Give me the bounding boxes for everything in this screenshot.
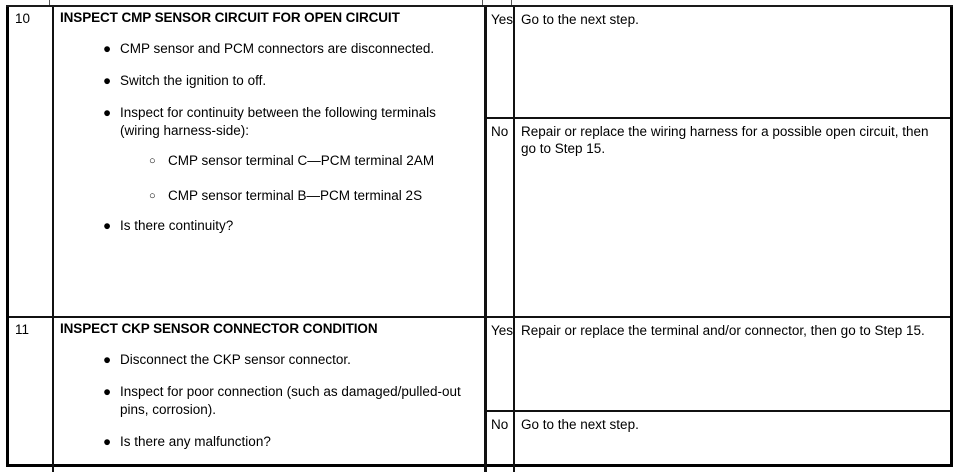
terminal-sub-list: ○ CMP sensor terminal C—PCM terminal 2AM… [120, 152, 478, 205]
column-rule-main [484, 318, 487, 472]
bullet-icon: ● [103, 352, 112, 367]
step-number: 10 [15, 11, 31, 26]
instruction-list: ● Disconnect the CKP sensor connector. ●… [60, 351, 478, 451]
instruction-list: ● CMP sensor and PCM connectors are disc… [60, 40, 478, 235]
list-item-text: Inspect for continuity between the follo… [120, 105, 436, 138]
previous-row-sliver [6, 0, 953, 7]
result-label: Yes [491, 12, 514, 27]
page-margin [953, 0, 964, 471]
result-label: Yes [491, 323, 514, 338]
sliver-rule-yesno [511, 0, 512, 5]
column-rule-result [513, 318, 515, 472]
hollow-bullet-icon: ○ [149, 190, 156, 202]
step-number: 11 [15, 322, 30, 337]
step-description: INSPECT CKP SENSOR CONNECTOR CONDITION ●… [54, 318, 484, 451]
column-rule-main [484, 7, 487, 316]
list-item-text: CMP sensor and PCM connectors are discon… [120, 41, 435, 56]
sliver-rule-step [49, 0, 50, 5]
outcome-yes: Yes Repair or replace the terminal and/o… [487, 318, 950, 412]
column-rule-result [513, 7, 515, 316]
outcome-yes: Yes Go to the next step. [487, 7, 950, 119]
step-title: INSPECT CMP SENSOR CIRCUIT FOR OPEN CIRC… [60, 10, 400, 25]
list-item: ● CMP sensor and PCM connectors are disc… [60, 40, 478, 58]
list-item-text: Disconnect the CKP sensor connector. [120, 352, 351, 367]
list-item-text: CMP sensor terminal C—PCM terminal 2AM [168, 153, 435, 168]
step-title: INSPECT CKP SENSOR CONNECTOR CONDITION [60, 321, 378, 336]
sliver-rule-main [482, 0, 483, 5]
bullet-icon: ● [103, 434, 112, 449]
list-item: ● Is there any malfunction? [60, 433, 478, 451]
action-text: Go to the next step. [521, 417, 639, 432]
bullet-icon: ● [103, 41, 112, 56]
action-text: Repair or replace the terminal and/or co… [521, 323, 925, 338]
list-item-text: Is there continuity? [120, 218, 234, 233]
list-item: ○ CMP sensor terminal B—PCM terminal 2S [120, 187, 478, 205]
bullet-icon: ● [103, 73, 112, 88]
action-text: Go to the next step. [521, 12, 639, 27]
hollow-bullet-icon: ○ [149, 155, 156, 167]
result-label: No [491, 124, 509, 139]
step-description: INSPECT CMP SENSOR CIRCUIT FOR OPEN CIRC… [54, 7, 484, 235]
list-item: ● Inspect for poor connection (such as d… [60, 383, 478, 419]
list-item-text: Switch the ignition to off. [120, 73, 267, 88]
diagnostic-table: 10 INSPECT CMP SENSOR CIRCUIT FOR OPEN C… [6, 7, 953, 472]
bullet-icon: ● [103, 384, 112, 399]
list-item: ● Is there continuity? [60, 217, 478, 235]
list-item-text: Inspect for poor connection (such as dam… [120, 384, 461, 417]
table-row: 11 INSPECT CKP SENSOR CONNECTOR CONDITIO… [9, 318, 950, 472]
outcome-no: No Repair or replace the wiring harness … [487, 119, 950, 316]
list-item-text: Is there any malfunction? [120, 434, 271, 449]
result-label: No [491, 417, 509, 432]
list-item-text: CMP sensor terminal B—PCM terminal 2S [168, 188, 423, 203]
list-item: ● Inspect for continuity between the fol… [60, 104, 478, 205]
bullet-icon: ● [103, 218, 112, 233]
outcome-no: No Go to the next step. [487, 412, 950, 470]
action-text: Repair or replace the wiring harness for… [521, 124, 929, 156]
list-item: ● Switch the ignition to off. [60, 72, 478, 90]
table-row: 10 INSPECT CMP SENSOR CIRCUIT FOR OPEN C… [9, 7, 950, 318]
list-item: ○ CMP sensor terminal C—PCM terminal 2AM [120, 152, 478, 170]
bullet-icon: ● [103, 105, 112, 120]
list-item: ● Disconnect the CKP sensor connector. [60, 351, 478, 369]
column-rule-step [52, 7, 54, 316]
column-rule-step [52, 318, 54, 472]
